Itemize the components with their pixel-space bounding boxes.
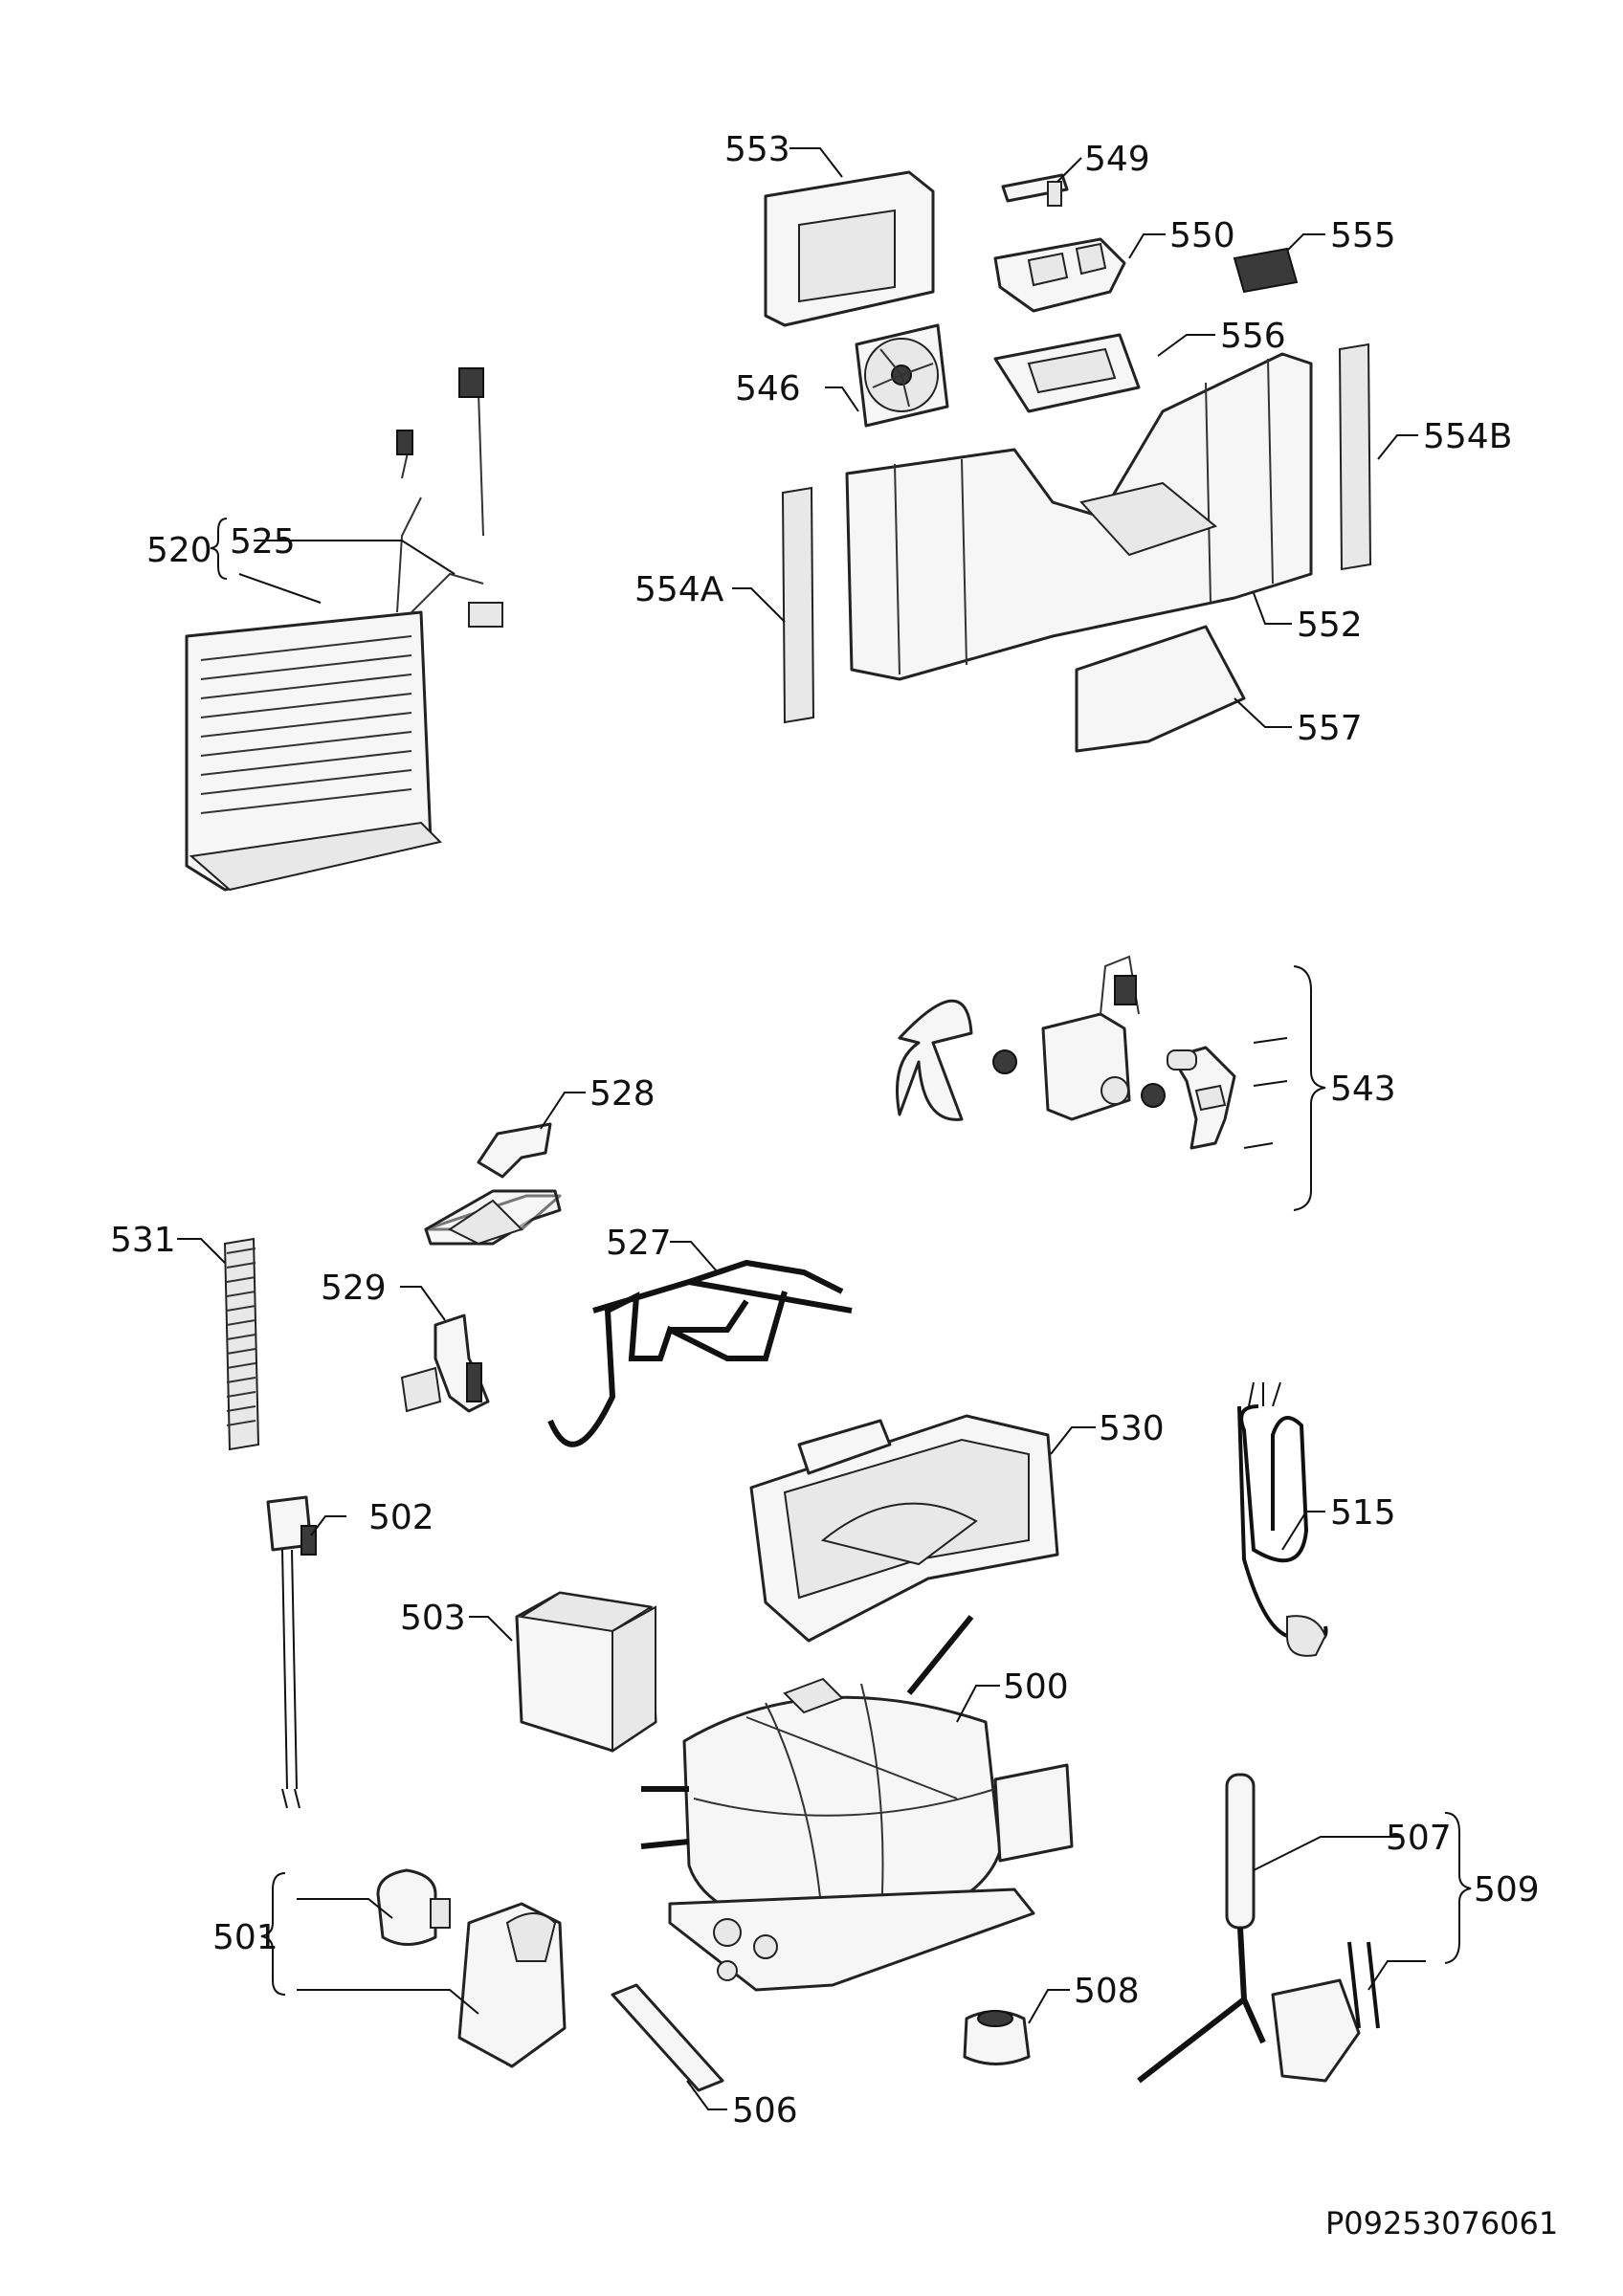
label-549: 549: [1084, 140, 1150, 179]
label-503: 503: [400, 1599, 466, 1638]
part-508-grommet: [963, 2010, 1031, 2065]
label-507: 507: [1386, 1819, 1452, 1858]
part-553-front-panel: [764, 170, 935, 327]
part-529-drain-valve: [400, 1314, 490, 1413]
label-506: 506: [732, 2091, 798, 2130]
label-552: 552: [1297, 606, 1363, 645]
part-546-fan: [855, 323, 949, 428]
part-549-card: [1001, 173, 1069, 207]
label-556: 556: [1220, 317, 1286, 356]
label-528: 528: [589, 1074, 656, 1114]
part-543-fan-motor: [896, 955, 1288, 1150]
label-527: 527: [606, 1224, 672, 1263]
label-553: 553: [724, 130, 790, 169]
part-503-cover-box: [515, 1591, 657, 1753]
part-501-relay: [376, 1868, 567, 2068]
part-555-filter: [1233, 247, 1299, 294]
part-557-cover: [1075, 625, 1246, 753]
part-527-heater-wire: [547, 1259, 853, 1447]
label-508: 508: [1074, 1972, 1140, 2011]
part-556-tray: [993, 333, 1141, 413]
leader-lines: [177, 147, 1472, 2110]
part-550-control-housing: [993, 237, 1126, 313]
part-520-evaporator: [185, 367, 503, 892]
part-554b-strip: [1338, 342, 1372, 571]
label-502: 502: [368, 1498, 434, 1537]
label-509: 509: [1474, 1870, 1540, 1910]
label-557: 557: [1297, 709, 1363, 748]
part-500-compressor: [640, 1615, 1074, 1992]
label-554b: 554B: [1423, 417, 1512, 456]
part-552-duct: [845, 352, 1313, 681]
part-528-valve: [424, 1122, 562, 1246]
label-530: 530: [1099, 1409, 1165, 1448]
part-530-tray: [749, 1414, 1059, 1643]
label-555: 555: [1330, 216, 1396, 255]
part-507-filter-drier: [1137, 1773, 1380, 2084]
label-531: 531: [110, 1221, 176, 1260]
label-500: 500: [1003, 1667, 1069, 1707]
label-520: 520: [146, 531, 212, 570]
label-550: 550: [1169, 216, 1235, 255]
part-531-spiral-hose: [223, 1237, 260, 1451]
label-543: 543: [1330, 1070, 1396, 1109]
label-529: 529: [321, 1269, 387, 1308]
part-502-thermostat: [266, 1495, 317, 1809]
part-labels: 553 549 550 555 546 556 554B 520 525 554…: [110, 130, 1558, 2241]
document-code: P09253076061: [1325, 2205, 1558, 2241]
label-501: 501: [212, 1918, 278, 1957]
part-554a-strip: [781, 486, 815, 724]
label-546: 546: [735, 369, 801, 408]
part-506-bracket: [611, 1983, 724, 2092]
label-515: 515: [1330, 1493, 1396, 1533]
label-554a: 554A: [634, 570, 724, 609]
label-525: 525: [230, 522, 296, 562]
part-515-heater-coil: [1237, 1381, 1328, 1657]
